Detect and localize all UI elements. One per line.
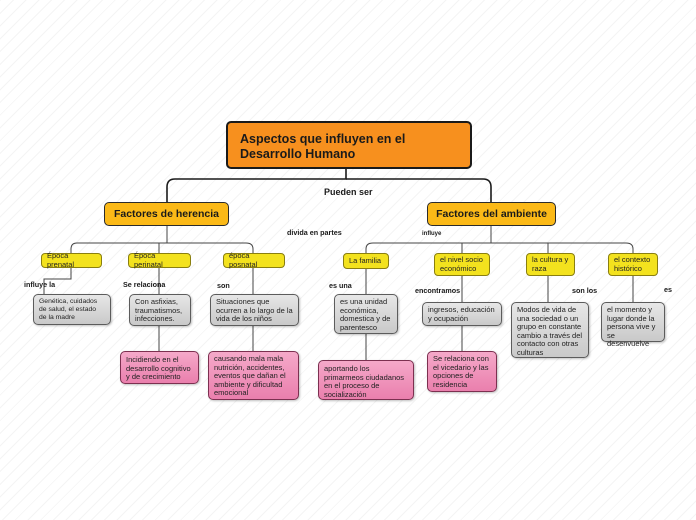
note-perinatal-desc[interactable]: Con asfixias, traumatismos, infecciones. bbox=[129, 294, 191, 326]
note-posnatal-detail[interactable]: causando mala mala nutrición, accidentes… bbox=[208, 351, 299, 400]
cultura-desc-text: Modos de vida de una sociedad o un grupo… bbox=[517, 305, 583, 357]
label-es-una: es una bbox=[329, 281, 352, 290]
subtopic-la-familia[interactable]: La familia bbox=[343, 253, 389, 269]
link-root-herencia bbox=[166, 169, 347, 202]
socio-desc-text: ingresos, educación y ocupación bbox=[428, 305, 495, 323]
label-es: es bbox=[664, 285, 672, 294]
perinatal-desc-text: Con asfixias, traumatismos, infecciones. bbox=[135, 297, 183, 324]
familia-desc-text: es una unidad económica, domestica y de … bbox=[340, 297, 391, 332]
ambiente-title: Factores del ambiente bbox=[436, 208, 547, 220]
cultura-label: la cultura y raza bbox=[532, 255, 569, 273]
root-title: Aspectos que influyen en el Desarrollo H… bbox=[240, 132, 406, 161]
posnatal-label: época posnatal bbox=[229, 251, 258, 269]
link-herencia-posnatal bbox=[167, 242, 254, 253]
link-ambiente-familia bbox=[365, 226, 492, 253]
subtopic-epoca-prenatal[interactable]: Época prenatal bbox=[41, 251, 102, 269]
link-prenatal-desc bbox=[43, 267, 72, 294]
link-herencia-perinatal bbox=[158, 242, 167, 253]
contexto-desc-text: el momento y lugar donde la persona vive… bbox=[607, 305, 656, 349]
subtopic-epoca-posnatal[interactable]: época posnatal bbox=[223, 251, 285, 269]
prenatal-desc-text: Genética, cuidados de salud, el estado d… bbox=[39, 298, 98, 321]
note-familia-desc[interactable]: es una unidad económica, domestica y de … bbox=[334, 294, 398, 334]
subtopic-nivel-socioeconomico[interactable]: el nivel socio económico bbox=[434, 253, 490, 276]
subtopic-cultura-raza[interactable]: la cultura y raza bbox=[526, 253, 575, 276]
perinatal-label: Época perinatal bbox=[134, 251, 163, 269]
note-contexto-desc[interactable]: el momento y lugar donde la persona vive… bbox=[601, 302, 665, 348]
subtopic-contexto-historico[interactable]: el contexto histórico bbox=[608, 253, 658, 276]
label-son: son bbox=[217, 281, 230, 290]
note-cultura-desc[interactable]: Modos de vida de una sociedad o un grupo… bbox=[511, 302, 589, 358]
link-root-ambiente bbox=[346, 178, 492, 202]
label-influye-la: influye la bbox=[24, 280, 56, 289]
posnatal-desc-text: Situaciones que ocurren a lo largo de la… bbox=[216, 297, 293, 324]
label-son-los: son los bbox=[572, 286, 598, 295]
socio-label: el nivel socio económico bbox=[440, 255, 483, 273]
note-socio-detail[interactable]: Se relaciona con el vicedario y las opci… bbox=[427, 351, 497, 392]
socio-detail-text: Se relaciona con el vicedario y las opci… bbox=[433, 354, 489, 389]
herencia-title: Factores de herencia bbox=[113, 208, 220, 220]
note-prenatal-desc[interactable]: Genética, cuidados de salud, el estado d… bbox=[33, 294, 111, 325]
note-socio-desc[interactable]: ingresos, educación y ocupación bbox=[422, 302, 502, 326]
topic-factores-ambiente[interactable]: Factores del ambiente bbox=[427, 202, 556, 226]
note-prenatal-detail[interactable]: Incidiendo en el desarrollo cognitivo y … bbox=[120, 351, 199, 384]
label-divida-en-partes: divida en partes bbox=[287, 228, 342, 237]
label-pueden-ser: Pueden ser bbox=[324, 187, 373, 197]
label-encontramos: encontramos bbox=[415, 286, 461, 295]
contexto-label: el contexto histórico bbox=[614, 255, 651, 273]
prenatal-detail-text: Incidiendo en el desarrollo cognitivo y … bbox=[126, 355, 191, 382]
note-familia-detail[interactable]: aportando los primarmeos ciudadanos en e… bbox=[318, 360, 414, 400]
prenatal-label: Época prenatal bbox=[47, 251, 75, 269]
link-ambiente-cultura bbox=[491, 242, 549, 253]
link-ambiente-contexto bbox=[491, 242, 634, 253]
familia-detail-text: aportando los primarmeos ciudadanos en e… bbox=[324, 364, 405, 399]
note-posnatal-desc[interactable]: Situaciones que ocurren a lo largo de la… bbox=[210, 294, 299, 326]
topic-factores-herencia[interactable]: Factores de herencia bbox=[104, 202, 229, 226]
subtopic-epoca-perinatal[interactable]: Época perinatal bbox=[128, 251, 191, 269]
posnatal-detail-text: causando mala mala nutrición, accidentes… bbox=[214, 354, 286, 398]
familia-label: La familia bbox=[349, 255, 382, 265]
label-influye: influye bbox=[422, 231, 442, 237]
label-se-relaciona: Se relaciona bbox=[123, 280, 166, 289]
link-herencia-prenatal bbox=[70, 226, 168, 253]
root-topic[interactable]: Aspectos que influyen en el Desarrollo H… bbox=[226, 121, 472, 169]
link-ambiente-socio bbox=[461, 242, 491, 253]
